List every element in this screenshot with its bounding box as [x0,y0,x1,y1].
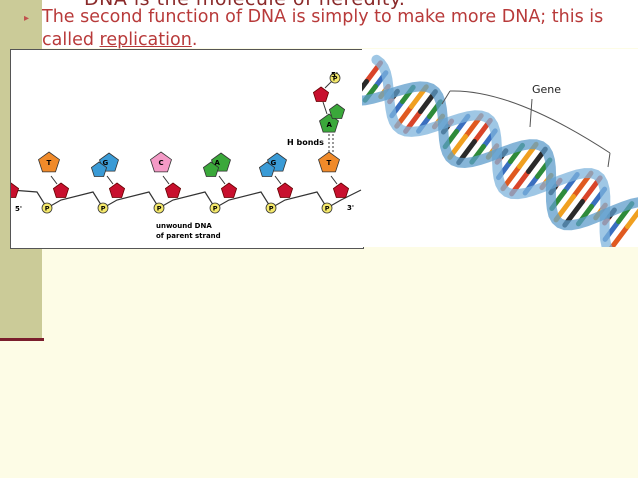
phosphate-label: P [269,205,274,213]
deoxyribose-sugar [52,182,70,198]
deoxyribose-sugar [332,182,350,198]
phosphate [321,202,333,214]
phosphate-label: P [157,205,162,213]
helix-backbone-strand [342,81,638,231]
top-band [0,0,638,48]
base-connector [106,175,114,185]
phosphate-label: P [213,205,218,213]
hbonds-label: H bonds [287,138,324,147]
base-letter: A [215,159,221,167]
base-connector [162,175,170,185]
dna-unwound-figure: P T P G P C P A P G P T A P 5' 5' 3' H bonds unwound … [2,49,364,249]
deoxyribose-sugar [276,182,294,198]
top-connector [322,101,328,115]
phosphate [41,202,53,214]
base-pyrimidine [150,151,172,173]
sugar-phosphate-backbone [10,189,362,209]
base-pyrimidine [318,151,340,173]
dna-helix-illustration: Gene [342,54,638,260]
top-base-letter: A [327,121,333,129]
gene-bracket-left-tick [441,90,451,105]
base-connector [218,175,226,185]
base-letter: T [327,159,332,167]
deoxyribose-sugar [220,182,238,198]
replication-link[interactable]: replication [99,30,192,50]
base-connector [50,175,58,185]
base-purine-ring [202,161,220,177]
bullet-text: The second function of DNA is simply to … [42,6,622,52]
base-pyrimidine [38,151,60,173]
caption-line-2: of parent strand [156,232,221,240]
base-letter: G [271,159,277,167]
phosphate-label: P [101,205,106,213]
gene-pointer [529,98,533,128]
prime-label-left: 5' [15,205,22,213]
bullet-arrow-icon: ▸ [24,13,30,24]
base-purine-ring [258,161,276,177]
base-letter: T [47,159,52,167]
caption-line-1: unwound DNA [156,222,212,230]
base-connector [274,175,282,185]
phosphate [265,202,277,214]
base-connector [330,175,338,185]
dna-unwound-diagram: P T P G P C P A P G P T A P 5' 5' 3' H bonds unwound … [2,71,362,240]
top-phosphate-label: P [333,75,338,83]
top-phosphate [329,72,341,84]
sugar-partial [2,182,20,198]
phosphate [97,202,109,214]
gene-bracket-right-tick [607,152,611,168]
left-accent-bar-edge [0,338,44,341]
base-letter: G [103,159,109,167]
deoxyribose-sugar [108,182,126,198]
top-sugar [312,86,330,102]
phosphate-label: P [45,205,50,213]
deoxyribose-sugar [164,182,182,198]
bullet-text-main: The second function of DNA is simply to … [42,7,604,50]
dna-helix-figure: Gene [342,49,638,260]
gene-bracket [449,90,611,154]
prime-label-right: 3' [347,204,354,212]
gene-label: Gene [532,83,561,96]
base-letter: C [159,159,164,167]
prime-label-top: 5' [331,71,338,79]
phosphate [209,202,221,214]
phosphate [153,202,165,214]
previous-line-fragment: DNA is the molecule of heredity. [84,0,405,10]
base-purine-ring [90,161,108,177]
base-pair-rung [625,208,638,229]
top-base-purine-ring [328,103,346,119]
bullet-period: . [191,30,198,50]
phosphate-label: P [325,205,330,213]
